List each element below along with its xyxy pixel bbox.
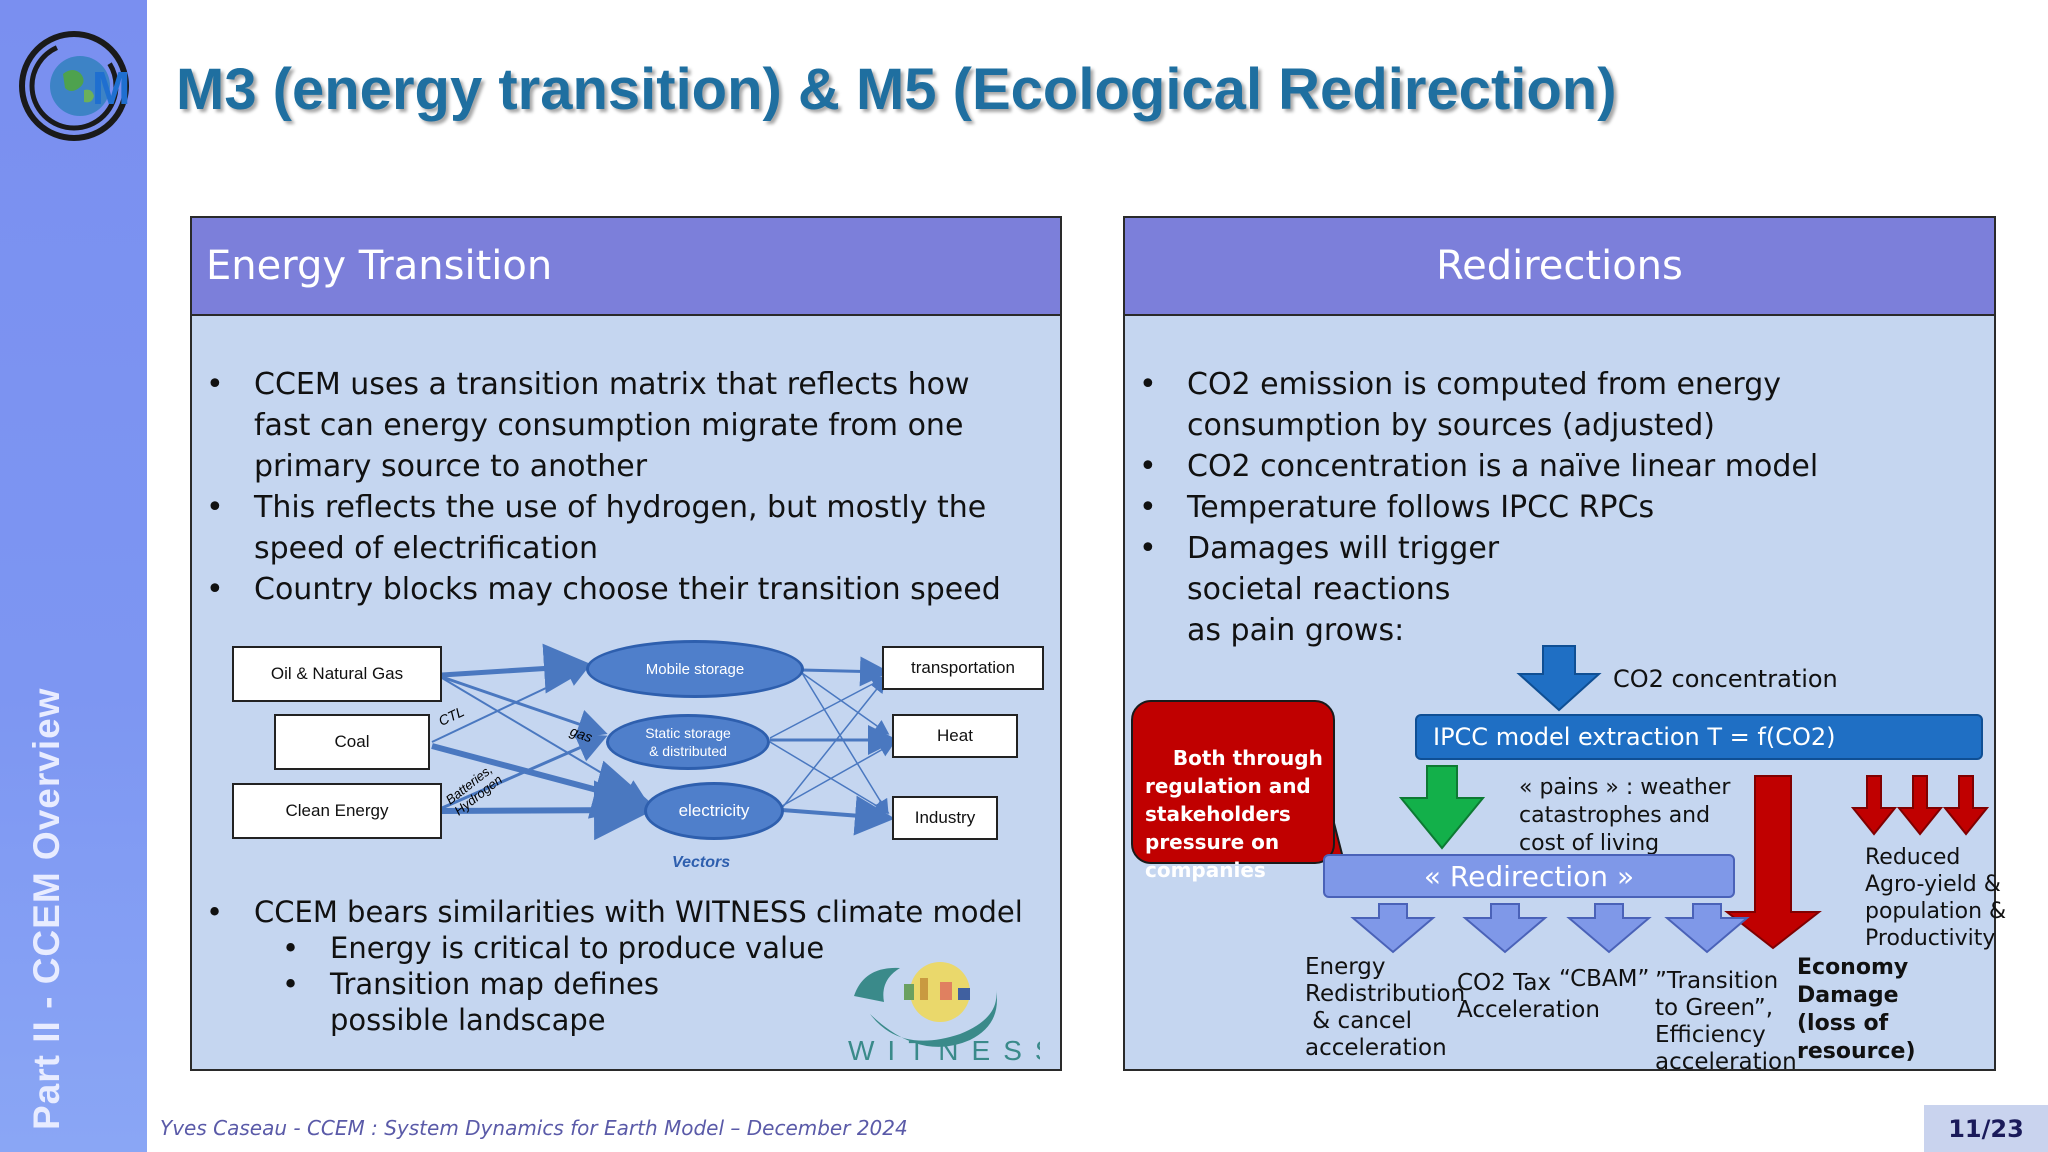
red-arrow-2-icon: [1896, 775, 1944, 836]
slide-title: M3 (energy transition) & M5 (Ecological …: [176, 57, 1617, 122]
outcome-arrow-2-icon: [1462, 903, 1548, 954]
redirection-diagram-arrows: [1305, 645, 1990, 954]
left-bullet-1-text: CCEM uses a transition matrix that refle…: [254, 367, 970, 484]
svg-text:M: M: [92, 62, 130, 114]
outcome-arrow-1-icon: [1350, 903, 1436, 954]
outcome-arrow-3-icon: [1566, 903, 1652, 954]
redirection-box: « Redirection »: [1323, 854, 1735, 898]
footer-credit: Yves Caseau - CCEM : System Dynamics for…: [160, 1116, 908, 1140]
page-number-text: 11/23: [1948, 1114, 2024, 1143]
vertical-section-title: Part II - CCEM Overview: [26, 687, 67, 1130]
outcome-co2-tax: CO2 Tax Acceleration: [1457, 970, 1600, 1023]
pressure-callout: Both through regulation and stakeholders…: [1131, 700, 1335, 882]
source-coal: Coal: [274, 714, 430, 770]
big-red-down-arrow-icon: [1724, 775, 1822, 950]
vector-mobile-storage: Mobile storage: [586, 640, 804, 698]
left-bullet-4-text: CCEM bears similarities with WITNESS cli…: [254, 895, 1023, 929]
page-number: 11/23: [1924, 1105, 2048, 1152]
energy-transition-panel: Energy Transition •CCEM uses a transitio…: [190, 216, 1062, 1071]
right-bullet-4-text: Damages will trigger societal reactions …: [1187, 531, 1500, 648]
source-oil-gas: Oil & Natural Gas: [232, 646, 442, 702]
source-coal-label: Coal: [334, 732, 370, 751]
pressure-callout-text: Both through regulation and stakeholders…: [1145, 746, 1323, 882]
outcome-cbam: “CBAM”: [1559, 966, 1650, 992]
economy-damage-label: Economy Damage (loss of resource): [1797, 955, 1916, 1064]
redirections-heading: Redirections: [1125, 218, 1994, 316]
vectors-caption: Vectors: [672, 854, 731, 871]
outcome-energy-redistribution: Energy Redistribution & cancel accelerat…: [1305, 954, 1466, 1061]
right-bullet-1-text: CO2 emission is computed from energy con…: [1187, 367, 1782, 443]
redirections-panel: Redirections •CO2 emission is computed f…: [1123, 216, 2006, 1075]
source-clean-energy-label: Clean Energy: [285, 801, 389, 820]
use-heat-label: Heat: [937, 726, 973, 745]
reduced-yield-label: Reduced Agro-yield & population & Produc…: [1865, 845, 2007, 951]
pains-text: « pains » : weather catastrophes and cos…: [1519, 775, 1731, 856]
source-clean-energy: Clean Energy: [232, 783, 442, 839]
left-sub-bullet-1-text: Energy is critical to produce value: [330, 931, 825, 965]
redirection-box-text: « Redirection »: [1423, 859, 1635, 893]
vector-mobile-storage-label: Mobile storage: [645, 660, 745, 678]
vector-electricity: electricity: [644, 782, 784, 840]
outcome-arrow-4-icon: [1664, 903, 1750, 954]
ccem-logo: M: [19, 31, 130, 141]
witness-logo-text: WITNESS: [848, 1035, 1040, 1066]
red-arrow-3-icon: [1942, 775, 1990, 836]
vector-electricity-label: electricity: [678, 801, 750, 820]
vector-static-storage: Static storage & distributed: [606, 714, 770, 770]
use-transportation: transportation: [882, 646, 1044, 690]
red-arrow-1-icon: [1850, 775, 1898, 836]
use-industry: Industry: [892, 796, 998, 840]
right-bullet-3-text: Temperature follows IPCC RPCs: [1187, 490, 1655, 525]
use-transportation-label: transportation: [911, 658, 1015, 677]
left-bullet-3-text: Country blocks may choose their transiti…: [254, 572, 1001, 607]
green-down-arrow-icon: [1398, 765, 1486, 850]
use-heat: Heat: [892, 714, 1018, 758]
outcome-transition-to-green: ”Transition to Green”, Efficiency accele…: [1655, 968, 1797, 1075]
redirections-heading-text: Redirections: [1436, 243, 1683, 289]
co2-arrow-icon: [1516, 645, 1602, 712]
energy-vectors-diagram-lines: [431, 643, 898, 841]
right-bullet-2-text: CO2 concentration is a naïve linear mode…: [1187, 449, 1819, 484]
witness-logo: WITNESS: [848, 962, 1040, 1066]
vector-static-storage-label: Static storage & distributed: [645, 725, 731, 759]
sidebar: [0, 0, 147, 1152]
source-oil-gas-label: Oil & Natural Gas: [270, 664, 404, 683]
energy-transition-heading: Energy Transition: [192, 218, 1060, 316]
use-industry-label: Industry: [914, 808, 976, 827]
ipcc-model-box-text: IPCC model extraction T = f(CO2): [1433, 723, 1836, 751]
left-bullet-2-text: This reflects the use of hydrogen, but m…: [254, 490, 987, 566]
energy-transition-heading-text: Energy Transition: [206, 243, 553, 289]
co2-concentration-label: CO2 concentration: [1613, 665, 1838, 693]
left-sub-bullet-2-text: Transition map defines possible landscap…: [330, 967, 659, 1037]
ipcc-model-box: IPCC model extraction T = f(CO2): [1415, 714, 1983, 760]
